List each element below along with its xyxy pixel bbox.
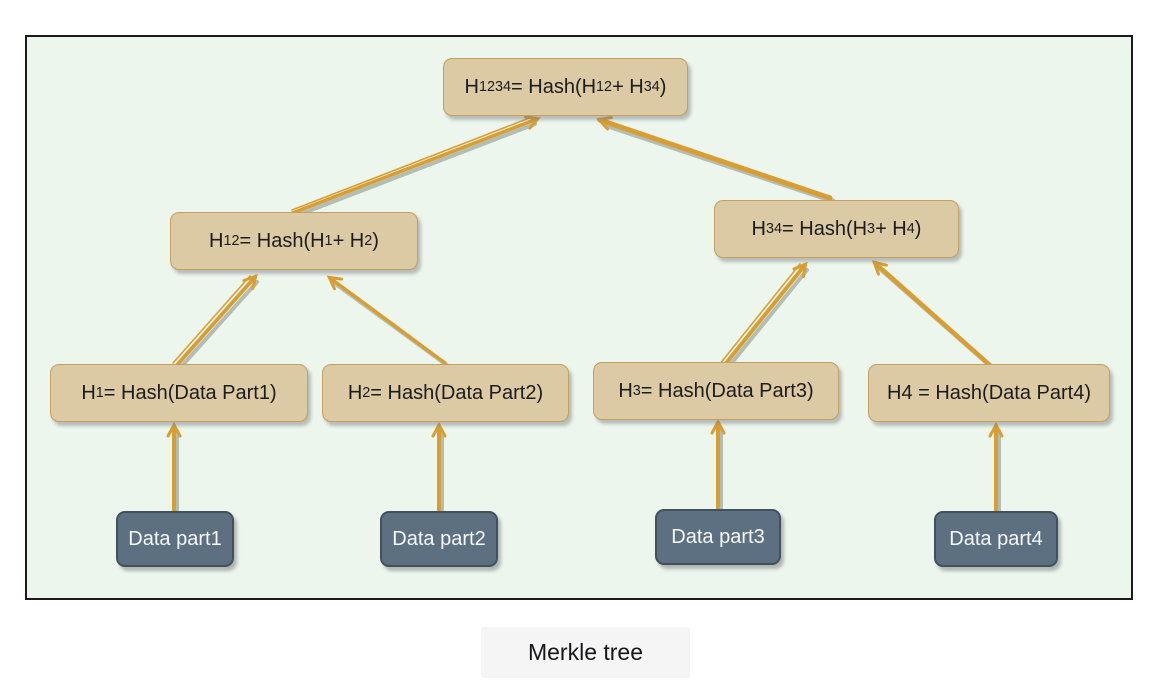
node-h4: H4 = Hash(Data Part4) — [868, 364, 1110, 422]
arrow-h1-to-h12 — [172, 273, 259, 370]
caption: Merkle tree — [481, 627, 690, 678]
arrow-data3-to-h3 — [710, 418, 726, 512]
edges-layer — [166, 115, 1004, 514]
arrow-h34-to-h1234 — [596, 116, 836, 204]
arrow-data2-to-h2 — [431, 421, 447, 514]
node-data-part4: Data part4 — [934, 511, 1058, 567]
arrow-h3-to-h34 — [718, 261, 809, 372]
arrow-h12-to-h1234 — [288, 115, 541, 219]
arrow-h4-to-h34 — [871, 260, 998, 373]
arrow-h2-to-h12 — [326, 275, 450, 368]
arrow-data4-to-h4 — [988, 421, 1004, 514]
node-data-part1: Data part1 — [116, 511, 234, 567]
arrow-data1-to-h1 — [166, 421, 182, 514]
node-data-part2: Data part2 — [380, 511, 498, 567]
node-data-part3: Data part3 — [655, 509, 781, 565]
